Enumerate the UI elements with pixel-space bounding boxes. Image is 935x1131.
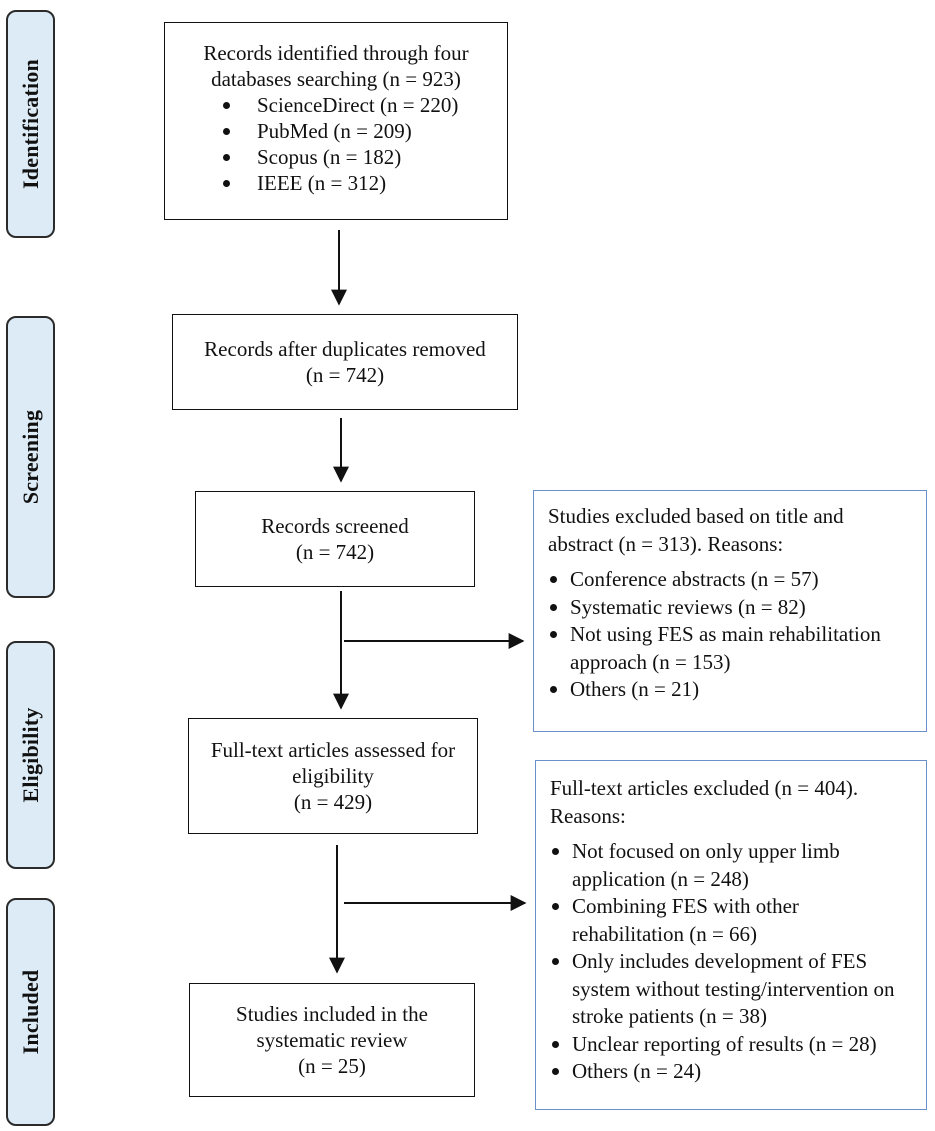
- fulltext-excluded-heading: Full-text articles excluded (n = 404). R…: [550, 776, 859, 828]
- database-item-sciencedirect: ScienceDirect (n = 220): [179, 92, 493, 118]
- fulltext-assessed-box: Full-text articles assessed for eligibil…: [188, 718, 478, 834]
- reason-item: Conference abstracts (n = 57): [548, 566, 912, 594]
- fulltext-assessed-label: Full-text articles assessed for eligibil…: [210, 738, 456, 788]
- stage-identification: Identification: [6, 10, 55, 238]
- excluded-title-abstract-box: Studies excluded based on title and abst…: [533, 490, 927, 732]
- stage-included: Included: [6, 898, 55, 1126]
- reason-item: Systematic reviews (n = 82): [548, 594, 912, 622]
- fulltext-excluded-reasons: Not focused on only upper limb applicati…: [550, 838, 912, 1086]
- records-screened-label: Records screened: [261, 514, 409, 538]
- database-item-ieee: IEEE (n = 312): [179, 170, 493, 196]
- duplicates-removed-label: Records after duplicates removed: [204, 337, 486, 361]
- records-screened-box: Records screened (n = 742): [195, 491, 475, 587]
- stage-eligibility: Eligibility: [6, 641, 55, 869]
- studies-included-count: (n = 25): [298, 1054, 366, 1078]
- duplicates-removed-box: Records after duplicates removed (n = 74…: [172, 314, 518, 410]
- reason-item: Only includes development of FES system …: [550, 948, 912, 1031]
- reason-item: Others (n = 24): [550, 1058, 912, 1086]
- stage-screening: Screening: [6, 316, 55, 598]
- reason-item: Others (n = 21): [548, 676, 912, 704]
- reason-item: Unclear reporting of results (n = 28): [550, 1031, 912, 1059]
- reason-item: Not using FES as main rehabilitation app…: [548, 621, 912, 676]
- fulltext-excluded-box: Full-text articles excluded (n = 404). R…: [535, 760, 927, 1110]
- reason-item: Combining FES with other rehabilitation …: [550, 893, 912, 948]
- duplicates-removed-count: (n = 742): [305, 363, 385, 387]
- excluded-title-abstract-reasons: Conference abstracts (n = 57) Systematic…: [548, 566, 912, 704]
- studies-included-label: Studies included in the systematic revie…: [236, 1002, 428, 1052]
- records-screened-count: (n = 742): [295, 540, 375, 564]
- excluded-title-abstract-heading: Studies excluded based on title and abst…: [548, 504, 844, 556]
- database-item-pubmed: PubMed (n = 209): [179, 118, 493, 144]
- studies-included-box: Studies included in the systematic revie…: [189, 983, 475, 1097]
- records-identified-box: Records identified through four database…: [164, 22, 508, 220]
- database-list: ScienceDirect (n = 220) PubMed (n = 209)…: [179, 92, 493, 196]
- reason-item: Not focused on only upper limb applicati…: [550, 838, 912, 893]
- database-item-scopus: Scopus (n = 182): [179, 144, 493, 170]
- fulltext-assessed-count: (n = 429): [293, 790, 373, 814]
- records-identified-title: Records identified through four database…: [203, 41, 469, 91]
